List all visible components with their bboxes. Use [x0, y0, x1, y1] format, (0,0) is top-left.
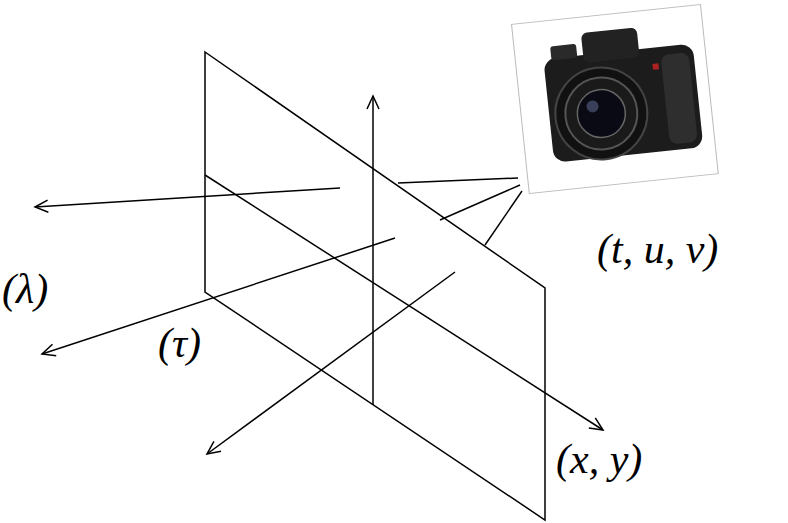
ray-segment	[485, 191, 522, 245]
vertical-axis	[372, 96, 374, 405]
axis-label: (x, y)	[556, 438, 642, 480]
lens-ring	[562, 74, 641, 153]
light-ray	[35, 188, 340, 207]
camera-prism	[581, 27, 640, 63]
axis-label: (λ)	[2, 268, 48, 310]
camera-grip	[661, 52, 698, 144]
axis-label: (τ)	[158, 322, 201, 364]
ray-segment	[398, 178, 518, 183]
lens-glass	[575, 87, 628, 140]
ray-segment	[440, 185, 520, 220]
photo-frame	[512, 5, 719, 194]
camera-button	[652, 63, 659, 70]
axis-label: (t, u, v)	[597, 228, 718, 270]
image-plane	[205, 52, 545, 520]
light-ray	[42, 238, 395, 354]
light-ray	[207, 272, 455, 454]
lens-barrel	[551, 63, 652, 164]
lens-reflection	[586, 100, 599, 113]
camera-dial	[550, 44, 577, 61]
camera-picture	[512, 5, 719, 194]
horizontal-axis	[205, 175, 603, 430]
